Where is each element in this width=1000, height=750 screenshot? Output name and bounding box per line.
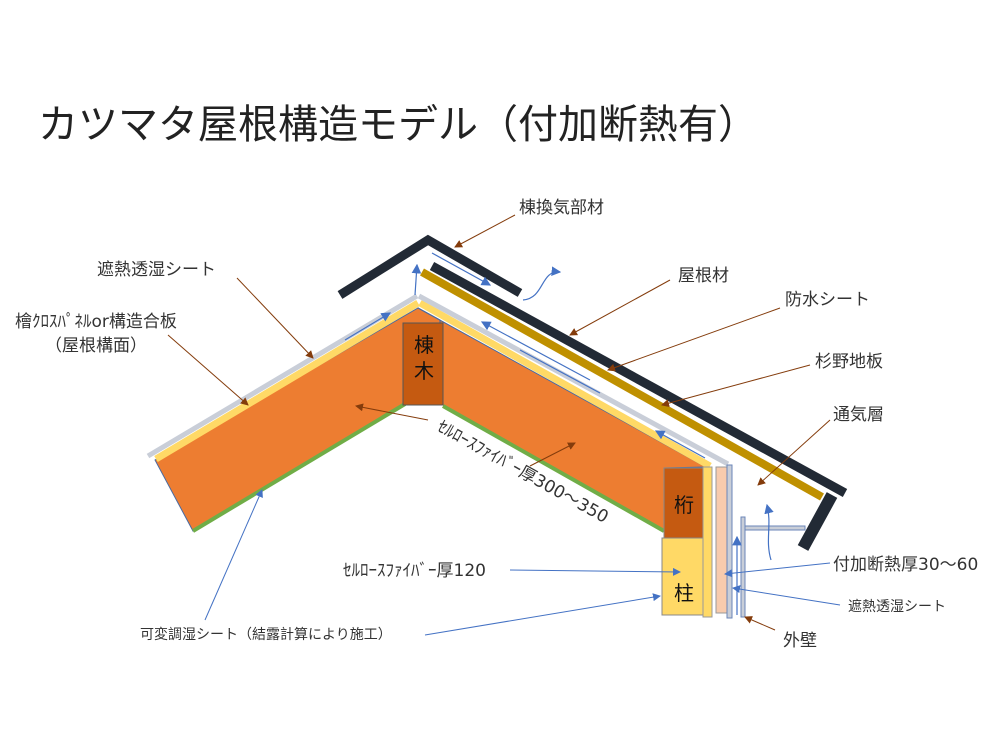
label-roofing: 屋根材 (678, 266, 729, 286)
exterior-wall-board (740, 516, 746, 618)
sugi-board (420, 268, 824, 501)
label-panel: 檜ｸﾛｽﾊﾟﾈﾙor構造合板 (15, 311, 177, 332)
label-heat-sheet-right: 遮熱透湿シート (848, 599, 946, 615)
eave-fascia (797, 492, 838, 551)
wall-heat-sheet (726, 464, 733, 619)
variable-sheet-left (191, 402, 407, 533)
ridge-vent-cap (337, 234, 523, 299)
pillar (661, 537, 704, 616)
label-heat-sheet-left: 遮熱透湿シート (97, 260, 216, 280)
heat-sheet-right (417, 293, 730, 467)
label-vent-layer: 通気層 (833, 405, 884, 425)
eave-soffit (744, 525, 806, 531)
label-exterior-wall: 外壁 (783, 631, 817, 651)
label-ridge-vent: 棟換気部材 (519, 198, 604, 218)
label-panel-sub: （屋根構面） (45, 336, 147, 356)
pillar-label: 柱 (674, 581, 694, 605)
ridge-beam-label-2: 木 (414, 359, 434, 383)
label-extra-insulation: 付加断熱厚30～60 (833, 555, 978, 575)
wall-panel (702, 466, 713, 618)
ridge-beam-label-1: 棟 (414, 333, 434, 357)
purlin-label: 桁 (674, 493, 694, 517)
label-variable-sheet: 可変調湿シート（結露計算により施工） (140, 626, 392, 643)
label-waterproof: 防水シート (785, 290, 870, 310)
purlin (663, 467, 705, 539)
wall-extra-insulation (715, 466, 728, 614)
heat-sheet-left (146, 293, 419, 459)
page-title: カツマタ屋根構造モデル（付加断熱有） (38, 102, 758, 148)
roofing (429, 262, 848, 497)
label-cellulose-wall: ｾﾙﾛｰｽﾌｧｲﾊﾞｰ厚120 (343, 561, 486, 581)
leader-lines (167, 214, 841, 636)
ridge-beam (402, 322, 444, 406)
airflow-arrows (344, 252, 774, 615)
label-sugi-board: 杉野地板 (815, 352, 883, 372)
panel-left (154, 299, 420, 463)
variable-sheet-right (442, 404, 665, 533)
